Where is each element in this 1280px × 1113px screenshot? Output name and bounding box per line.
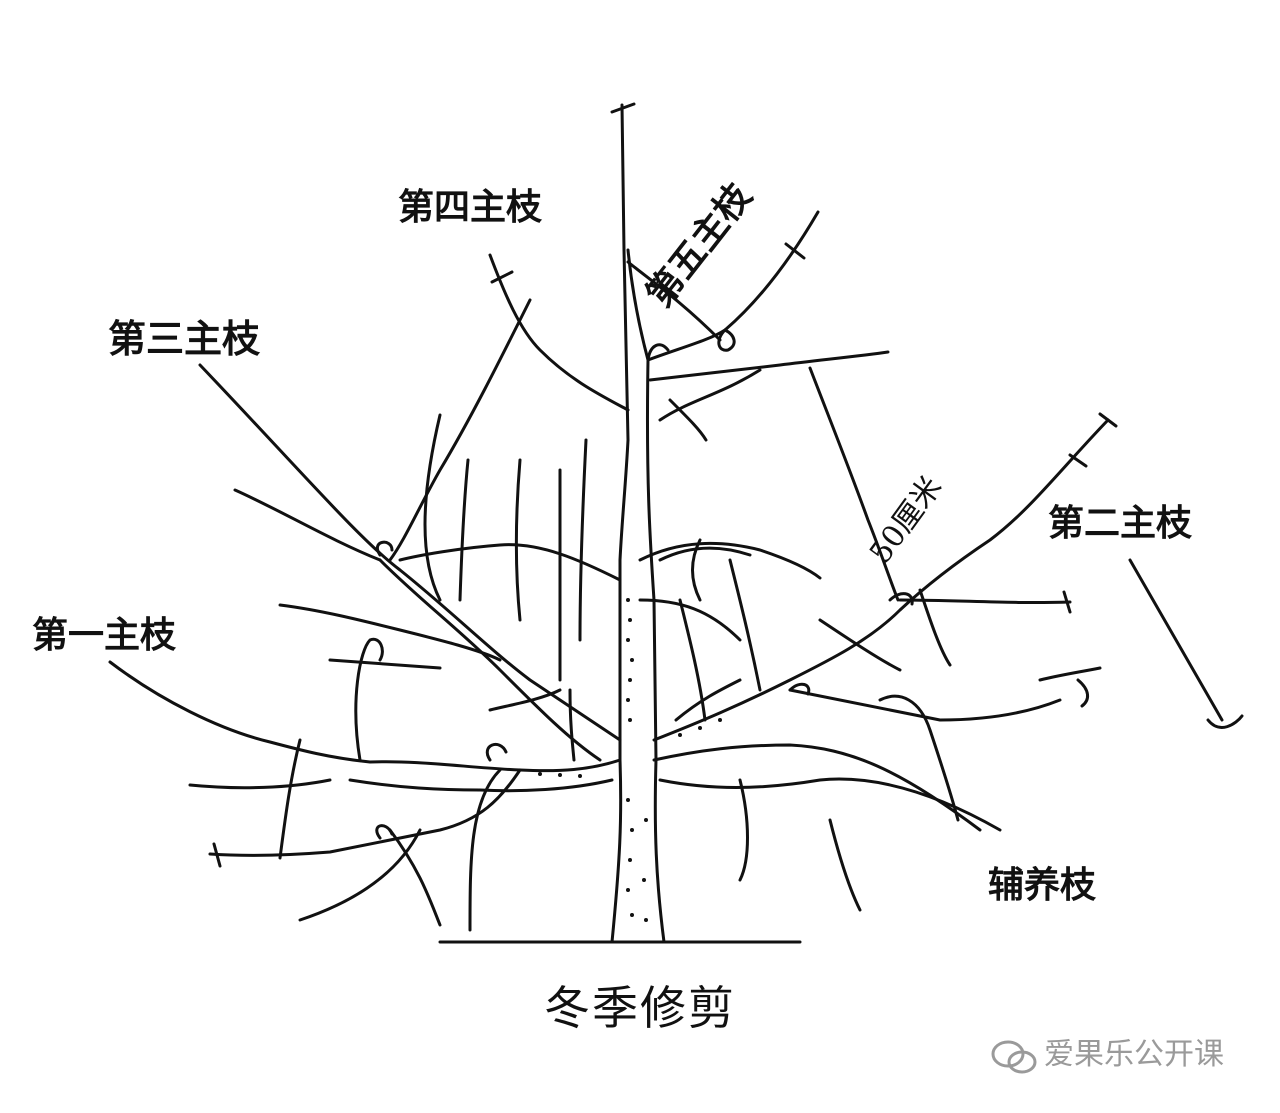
branch-5-leader-line	[626, 260, 722, 342]
label-branch-3: 第三主枝	[108, 317, 261, 361]
watermark-text: 爱果乐公开课	[1044, 1037, 1224, 1072]
label-branch-1: 第一主枝	[32, 615, 177, 656]
scaffold-2	[652, 418, 1110, 742]
trunk	[610, 103, 630, 944]
diagram-title: 冬季修剪	[544, 981, 736, 1035]
label-branch-4: 第四主枝	[398, 187, 543, 228]
label-auxiliary-branch: 辅养枝	[988, 865, 1097, 906]
label-branch-2: 第二主枝	[1048, 503, 1193, 544]
scaffold-5	[646, 210, 820, 362]
branch-2-leader-line	[1128, 558, 1224, 722]
wechat-icon	[991, 1040, 1037, 1074]
leader-tip-cut	[610, 102, 636, 114]
scaffold-4	[488, 253, 630, 412]
trunk-texture	[538, 598, 722, 922]
scaffold-3	[198, 363, 622, 742]
dimension-line	[808, 366, 900, 602]
trunk-right	[645, 343, 670, 944]
scaffold-1	[108, 660, 622, 773]
leader-lower	[626, 248, 650, 362]
